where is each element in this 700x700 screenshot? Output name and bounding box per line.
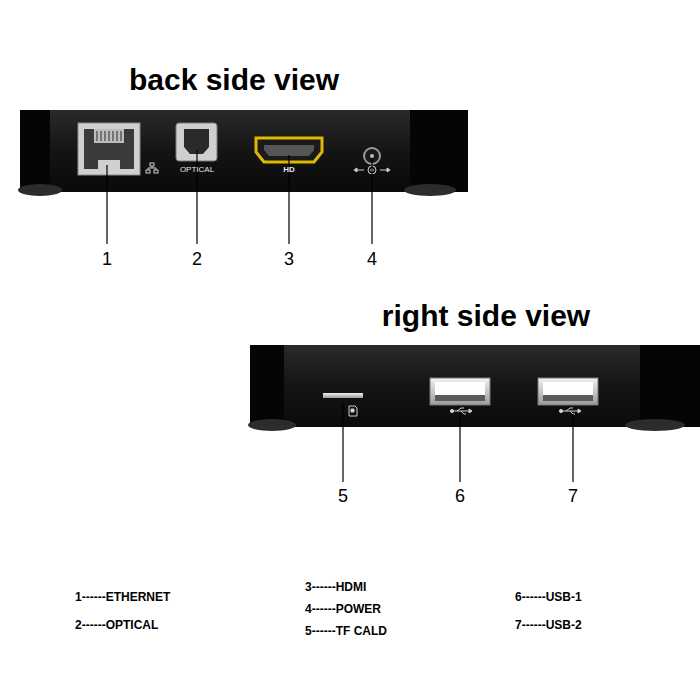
usb-icon bbox=[469, 409, 472, 413]
hdmi-port bbox=[264, 145, 314, 156]
back-housing bbox=[20, 110, 468, 192]
callout-number: 3 bbox=[284, 250, 294, 270]
leader-line bbox=[371, 158, 372, 244]
network-icon bbox=[148, 166, 156, 170]
leader-line bbox=[459, 414, 460, 482]
right-housing bbox=[640, 345, 700, 427]
usb-port bbox=[435, 395, 485, 401]
back-housing bbox=[410, 110, 468, 192]
back-housing bbox=[18, 110, 468, 196]
leader-line bbox=[106, 165, 107, 244]
usb-port bbox=[543, 382, 593, 395]
ethernet-port bbox=[94, 129, 124, 143]
key-entry: 2------OPTICAL bbox=[75, 619, 158, 632]
ethernet-port bbox=[78, 123, 140, 175]
tf-card-slot bbox=[323, 393, 363, 398]
callout-number: 2 bbox=[192, 250, 202, 270]
right-housing bbox=[248, 419, 296, 431]
usb-icon bbox=[450, 408, 472, 414]
back-housing bbox=[20, 110, 50, 192]
callout-number: 1 bbox=[102, 250, 112, 270]
usb-icon bbox=[578, 409, 581, 413]
view-heading: back side view bbox=[129, 63, 339, 96]
usb-port bbox=[538, 378, 598, 405]
port-marking: OPTICAL bbox=[180, 166, 214, 175]
ethernet-port bbox=[98, 160, 120, 169]
key-entry: 6------USB-1 bbox=[515, 591, 582, 604]
right-housing bbox=[248, 345, 700, 431]
right-housing bbox=[250, 345, 284, 427]
usb-icon bbox=[562, 408, 578, 414]
key-entry: 3------HDMI bbox=[305, 581, 366, 594]
usb-icon bbox=[453, 408, 469, 414]
network-icon bbox=[146, 170, 150, 173]
callout-number: 5 bbox=[338, 487, 348, 507]
usb-port bbox=[430, 378, 490, 405]
tf-card-slot bbox=[323, 393, 363, 398]
key-entry: 4------POWER bbox=[305, 603, 381, 616]
sd-card-icon bbox=[349, 406, 357, 416]
leader-line bbox=[107, 150, 372, 244]
leader-line bbox=[343, 402, 573, 482]
usb-port bbox=[538, 378, 598, 405]
port-marking: HD bbox=[283, 166, 295, 175]
sd-card-icon bbox=[351, 409, 354, 412]
right-housing bbox=[625, 419, 685, 431]
key-entry: 1------ETHERNET bbox=[75, 591, 170, 604]
callout-number: 4 bbox=[367, 250, 377, 270]
key-entry: 7------USB-2 bbox=[515, 619, 582, 632]
back-housing bbox=[404, 184, 456, 196]
key-entry: 5------TF CALD bbox=[305, 625, 387, 638]
network-icon bbox=[150, 163, 154, 166]
network-icon bbox=[146, 163, 158, 173]
network-icon bbox=[154, 170, 158, 173]
sd-card-icon bbox=[349, 406, 357, 416]
leader-line bbox=[572, 414, 573, 482]
ethernet-port bbox=[84, 129, 134, 169]
ethernet-port bbox=[97, 131, 121, 141]
callout-number: 7 bbox=[568, 487, 578, 507]
ethernet-port bbox=[78, 123, 140, 175]
back-housing bbox=[18, 184, 62, 196]
leader-line bbox=[196, 150, 197, 244]
callout-number: 6 bbox=[455, 487, 465, 507]
usb-port bbox=[543, 395, 593, 401]
leader-line bbox=[342, 402, 343, 482]
right-housing bbox=[250, 345, 700, 427]
usb-icon bbox=[559, 408, 581, 414]
view-heading: right side view bbox=[382, 299, 590, 332]
usb-port bbox=[430, 378, 490, 405]
power-jack bbox=[370, 154, 374, 158]
usb-port bbox=[435, 382, 485, 395]
